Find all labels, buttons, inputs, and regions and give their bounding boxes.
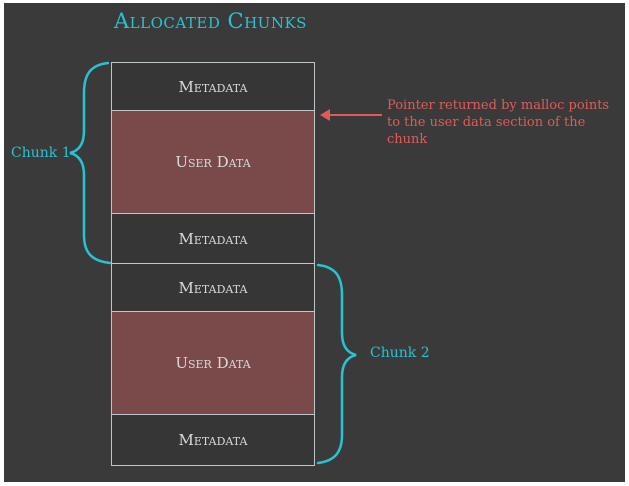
chunk1-user-data: User Data [111,110,315,214]
diagram-overlay [69,61,382,465]
pointer-annotation: Pointer returned by malloc points to the… [387,98,610,147]
chunk1-brace [69,61,112,265]
chunk2-label: Chunk 2 [370,345,430,361]
diagram-canvas: Allocated Chunks Metadata User Data Meta… [4,3,625,482]
chunk1-metadata-bottom: Metadata [111,213,315,264]
chunk2-brace [316,263,357,465]
chunk1-label: Chunk 1 [11,145,71,161]
chunk2-metadata-top: Metadata [111,263,315,312]
chunk1-metadata-top: Metadata [111,62,315,111]
chunk2-user-data: User Data [111,311,315,415]
pointer-arrowhead-icon [320,109,330,121]
diagram-title: Allocated Chunks [114,9,307,33]
chunk2-metadata-bottom: Metadata [111,414,315,466]
